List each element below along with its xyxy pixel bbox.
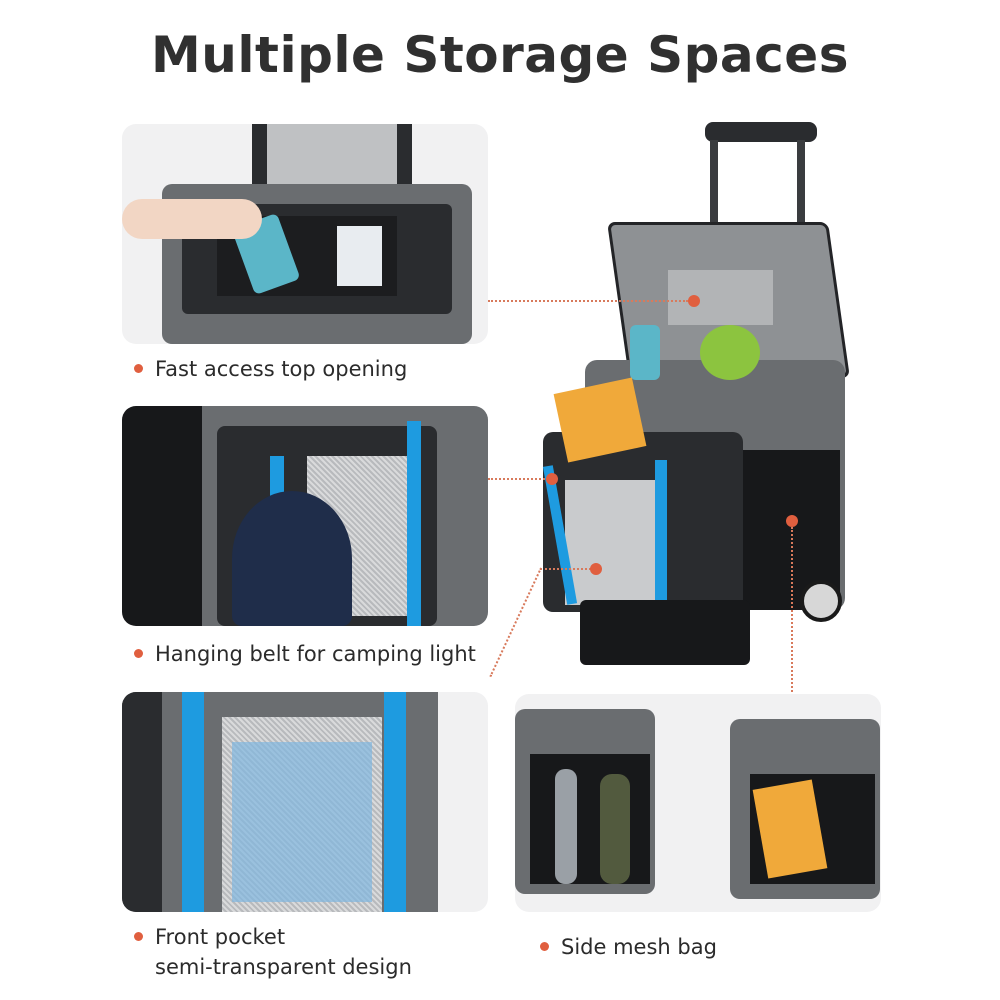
feature-caption-front-pocket: Front pocket semi-transparent design [134,922,412,982]
connector-line [489,567,542,678]
feature-caption-hanging-belt: Hanging belt for camping light [134,639,476,669]
indicator-dot [546,473,558,485]
top-opening-photo [122,124,488,344]
feature-caption-top-opening: Fast access top opening [134,354,407,384]
bullet-dot [134,648,143,658]
indicator-dot [590,563,602,575]
bullet-dot [134,931,143,941]
connector-line [488,300,688,302]
side-mesh-photo [515,694,881,912]
indicator-dot [786,515,798,527]
connector-line [791,527,793,692]
front-pocket-photo [122,692,488,912]
page-title: Multiple Storage Spaces [151,26,849,84]
bullet-dot [540,941,549,951]
connector-line [540,568,595,570]
bullet-dot [134,363,143,373]
hanging-belt-photo [122,406,488,626]
connector-line [488,478,548,480]
indicator-dot [688,295,700,307]
feature-caption-side-mesh: Side mesh bag [540,932,717,962]
